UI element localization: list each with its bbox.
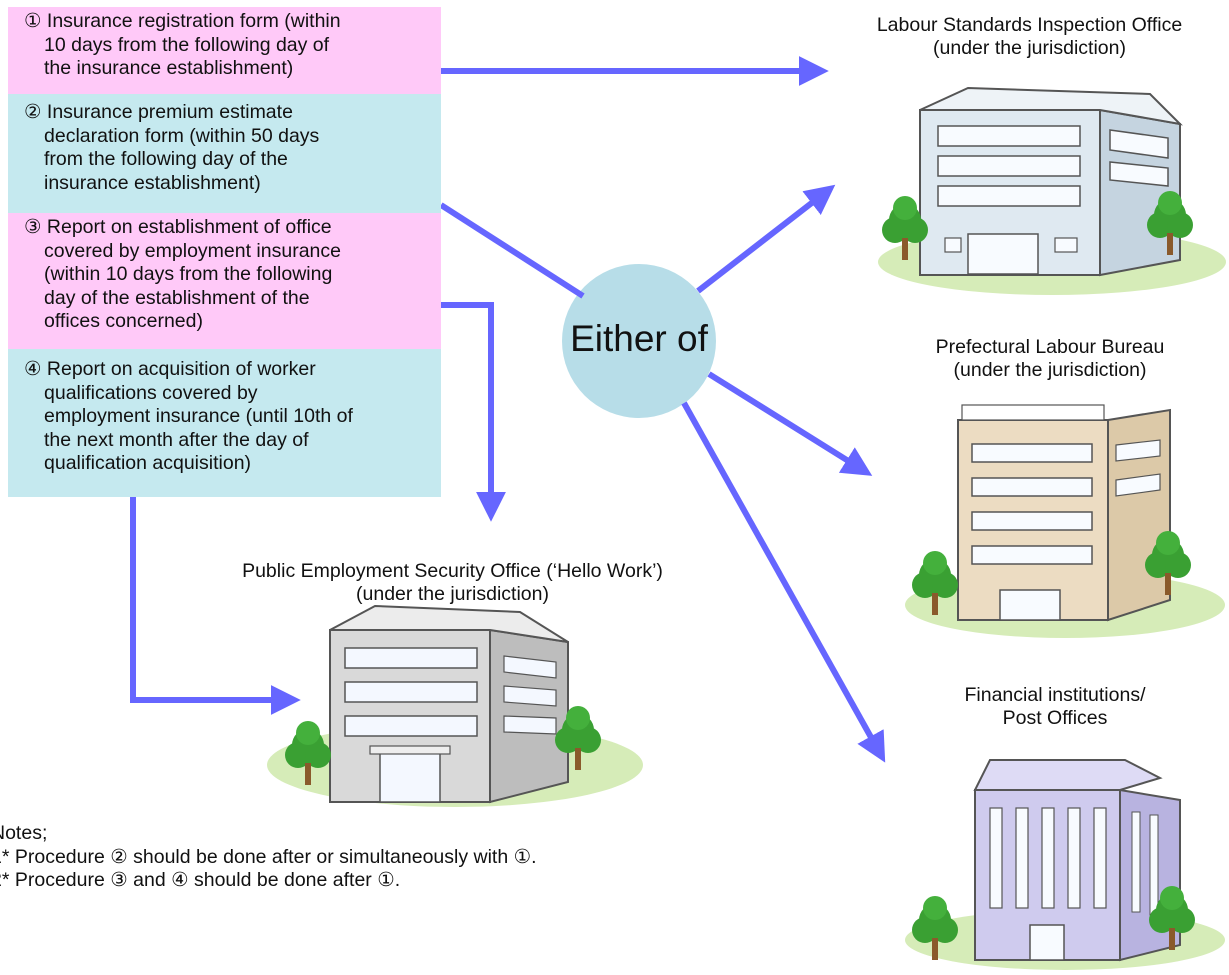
procedure-4-line: qualifications covered by [44, 381, 258, 404]
procedure-3-line: (within 10 days from the following [44, 263, 333, 285]
arrow-icon [439, 202, 585, 299]
arrow-icon [681, 401, 886, 763]
procedure-4-line: qualification acquisition) [44, 452, 252, 474]
prefectural-labour-bureau-label: Prefectural Labour Bureau (under the jur… [880, 336, 1220, 382]
office-name: Prefectural Labour Bureau [935, 336, 1165, 358]
procedure-2-line: from the following day of the [44, 148, 288, 170]
office-jurisdiction: (under the jurisdiction) [933, 37, 1126, 59]
office-name: Public Employment Security Office (‘Hell… [242, 560, 663, 582]
procedure-box-4: ④ Report on acquisition of worker qualif… [8, 349, 441, 497]
hello-work-label: Public Employment Security Office (‘Hell… [180, 560, 725, 606]
procedure-4-line: employment insurance (until 10th of [44, 405, 353, 427]
hub-circle [562, 264, 716, 418]
procedure-box-3: ③ Report on establishment of office cove… [8, 213, 441, 349]
office-jurisdiction: (under the jurisdiction) [953, 359, 1147, 381]
procedure-1-line: 10 days from the following day of [44, 33, 330, 56]
procedure-4-line: ④ Report on acquisition of worker [24, 358, 316, 380]
notes-heading: Notes; [0, 822, 48, 844]
procedure-box-2: ② Insurance premium estimate declaration… [8, 94, 441, 213]
procedure-3-line: covered by employment insurance [44, 239, 341, 262]
procedure-1-line: ① Insurance registration form (within [24, 10, 341, 32]
procedure-box-1: ① Insurance registration form (within 10… [8, 7, 441, 94]
financial-institutions-label: Financial institutions/ Post Offices [885, 684, 1225, 730]
financial-institution-building-icon [905, 759, 1225, 970]
office-name: Financial institutions/ [964, 684, 1146, 706]
prefectural-labour-bureau-building-icon [905, 404, 1225, 638]
office-jurisdiction: (under the jurisdiction) [356, 583, 549, 605]
procedure-1-line: the insurance establishment) [44, 57, 294, 79]
labour-standards-office-label: Labour Standards Inspection Office (unde… [830, 14, 1229, 60]
hub-label: Either of [570, 318, 708, 359]
procedure-2-line: declaration form (within 50 days [44, 124, 320, 147]
arrow-icon [696, 184, 836, 294]
note-item: 1* Procedure ② should be done after or s… [0, 845, 537, 868]
arrow-icon [707, 371, 873, 476]
office-name: Labour Standards Inspection Office [876, 14, 1183, 36]
note-item: 2* Procedure ③ and ④ should be done afte… [0, 869, 401, 891]
arrow-icon [130, 497, 301, 715]
procedure-3-line: ③ Report on establishment of office [24, 216, 332, 238]
procedure-4-line: the next month after the day of [44, 428, 309, 451]
procedure-2-line: ② Insurance premium estimate [24, 101, 293, 123]
office-name-2: Post Offices [1002, 707, 1108, 729]
notes: Notes; 1* Procedure ② should be done aft… [0, 822, 537, 893]
procedure-3-line: day of the establishment of the [44, 286, 310, 309]
labour-standards-office-building-icon [878, 86, 1226, 295]
procedure-2-line: insurance establishment) [44, 171, 261, 194]
arrow-icon [441, 302, 506, 522]
hello-work-building-icon [267, 604, 643, 807]
procedure-3-line: offices concerned) [44, 310, 203, 332]
